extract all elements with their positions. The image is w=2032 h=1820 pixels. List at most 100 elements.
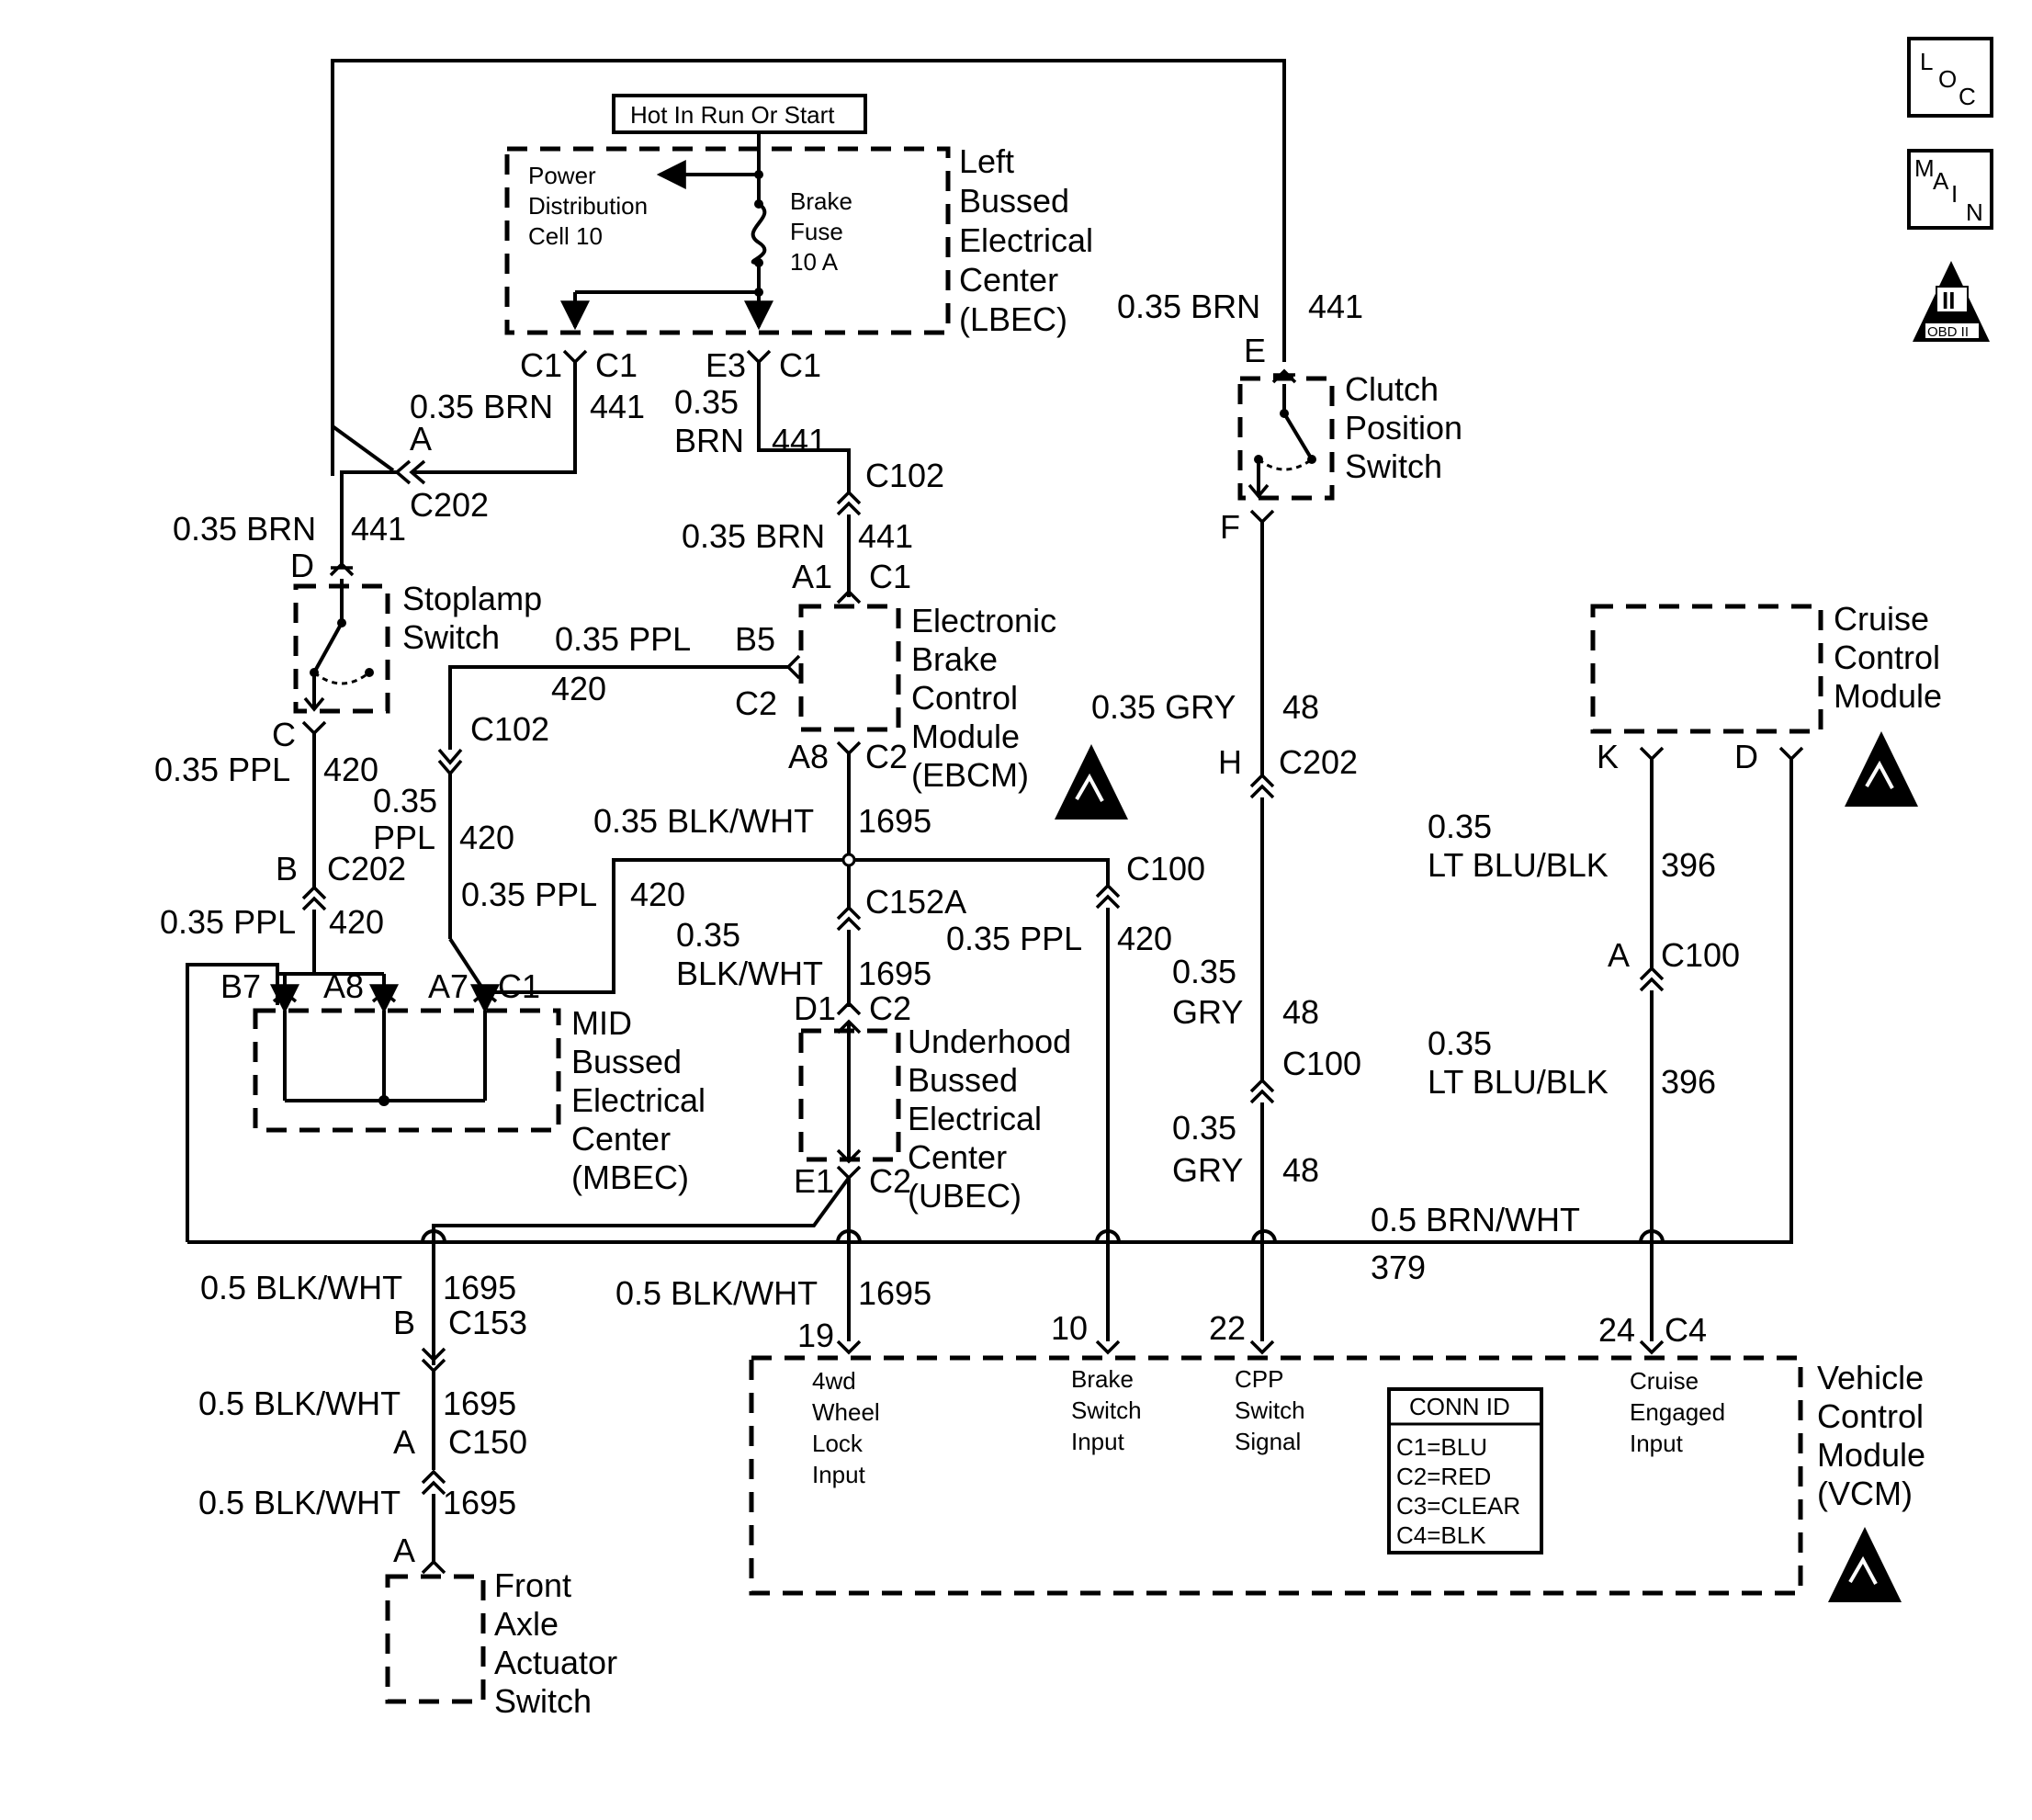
svg-text:0.35: 0.35: [676, 916, 740, 954]
svg-text:Brake: Brake: [1071, 1365, 1134, 1393]
svg-text:441: 441: [858, 517, 913, 555]
svg-text:420: 420: [329, 903, 384, 941]
svg-text:(LBEC): (LBEC): [959, 300, 1067, 338]
svg-text:Underhood: Underhood: [908, 1023, 1071, 1060]
svg-text:0.35 BLK/WHT: 0.35 BLK/WHT: [593, 802, 814, 840]
svg-text:E3: E3: [706, 346, 746, 384]
svg-text:(VCM): (VCM): [1817, 1475, 1913, 1512]
svg-text:0.35 BRN: 0.35 BRN: [682, 517, 825, 555]
svg-text:Control: Control: [1817, 1397, 1924, 1435]
svg-text:Front: Front: [494, 1566, 571, 1604]
svg-text:Actuator: Actuator: [494, 1644, 617, 1681]
svg-text:1695: 1695: [443, 1269, 516, 1306]
svg-text:396: 396: [1661, 846, 1716, 884]
svg-text:Wheel: Wheel: [812, 1398, 880, 1426]
svg-text:Distribution: Distribution: [528, 192, 648, 220]
hot-label-box: [612, 94, 867, 134]
svg-text:C1=BLU: C1=BLU: [1396, 1433, 1487, 1461]
svg-text:0.35: 0.35: [1428, 1024, 1492, 1062]
svg-text:MID: MID: [571, 1004, 632, 1042]
svg-text:22: 22: [1209, 1309, 1246, 1347]
svg-text:19: 19: [797, 1317, 834, 1354]
svg-text:Electrical: Electrical: [571, 1081, 706, 1119]
svg-text:Electrical: Electrical: [908, 1100, 1042, 1137]
svg-text:Electronic: Electronic: [911, 602, 1056, 639]
svg-text:Vehicle: Vehicle: [1817, 1359, 1924, 1396]
svg-text:Brake: Brake: [911, 640, 998, 678]
svg-text:420: 420: [1117, 920, 1172, 957]
conn-id-box: [1387, 1387, 1543, 1554]
svg-text:Position: Position: [1345, 409, 1462, 447]
svg-text:C102: C102: [470, 710, 549, 748]
svg-text:0.35 BRN: 0.35 BRN: [410, 388, 553, 425]
svg-text:1695: 1695: [858, 955, 931, 992]
svg-text:1695: 1695: [443, 1484, 516, 1521]
clutch-position-switch: E Clutch Position Switch F: [1220, 332, 1462, 546]
fuse-icon: [751, 202, 767, 265]
svg-text:B: B: [276, 850, 298, 887]
svg-text:0.5 BLK/WHT: 0.5 BLK/WHT: [615, 1274, 818, 1312]
svg-text:0.35 PPL: 0.35 PPL: [461, 876, 597, 913]
svg-text:D1: D1: [794, 989, 836, 1027]
svg-text:379: 379: [1371, 1249, 1426, 1286]
svg-text:0.35 PPL: 0.35 PPL: [946, 920, 1082, 957]
svg-text:(UBEC): (UBEC): [908, 1177, 1022, 1215]
main-icon: M A I N: [1907, 149, 1993, 230]
svg-text:O: O: [1938, 65, 1957, 93]
svg-text:E1: E1: [794, 1162, 834, 1200]
svg-text:A1: A1: [792, 558, 832, 595]
svg-text:Fuse: Fuse: [790, 218, 843, 245]
svg-text:Switch: Switch: [494, 1682, 592, 1720]
svg-text:441: 441: [772, 422, 827, 459]
svg-text:0.5 BLK/WHT: 0.5 BLK/WHT: [198, 1484, 401, 1521]
svg-text:C4: C4: [1665, 1311, 1707, 1349]
svg-text:B: B: [393, 1304, 415, 1341]
hot-label: Hot In Run Or Start: [630, 101, 835, 129]
svg-text:0.35 BRN: 0.35 BRN: [1117, 288, 1260, 325]
svg-text:OBD II: OBD II: [1927, 324, 1969, 340]
svg-text:C153: C153: [448, 1304, 527, 1341]
svg-text:II: II: [1942, 287, 1955, 314]
svg-text:Cruise: Cruise: [1630, 1367, 1699, 1395]
ubec-module: D1 C2 E1 C2 Underhood Bussed Electrical …: [794, 989, 1071, 1215]
svg-text:D: D: [290, 547, 314, 584]
lbec-module: Power Distribution Cell 10 Brake Fuse 10…: [504, 132, 1093, 338]
svg-text:Bussed: Bussed: [571, 1043, 682, 1080]
svg-text:1695: 1695: [443, 1385, 516, 1422]
svg-text:C: C: [1959, 83, 1976, 110]
svg-text:1695: 1695: [858, 1274, 931, 1312]
svg-text:BRN: BRN: [674, 422, 744, 459]
svg-text:10 A: 10 A: [790, 248, 839, 276]
svg-text:0.35 BRN: 0.35 BRN: [173, 510, 316, 548]
svg-text:Center: Center: [908, 1138, 1007, 1176]
svg-text:0.35: 0.35: [373, 782, 437, 820]
svg-text:C100: C100: [1661, 936, 1740, 974]
svg-text:C152A: C152A: [865, 883, 966, 921]
svg-text:0.35: 0.35: [1428, 808, 1492, 845]
svg-text:GRY: GRY: [1172, 1151, 1243, 1189]
svg-text:(EBCM): (EBCM): [911, 756, 1029, 794]
svg-text:C1: C1: [520, 346, 562, 384]
svg-text:LT BLU/BLK: LT BLU/BLK: [1428, 1063, 1609, 1101]
svg-text:Bussed: Bussed: [908, 1061, 1018, 1099]
svg-text:Input: Input: [1071, 1428, 1125, 1455]
svg-text:GRY: GRY: [1172, 993, 1243, 1031]
svg-text:CONN ID: CONN ID: [1409, 1393, 1510, 1420]
svg-text:C100: C100: [1126, 850, 1205, 887]
svg-text:F: F: [1220, 508, 1240, 546]
svg-text:Module: Module: [1817, 1436, 1925, 1474]
svg-text:0.35: 0.35: [1172, 1109, 1236, 1147]
svg-text:Switch: Switch: [1071, 1396, 1142, 1424]
svg-text:C1: C1: [779, 346, 821, 384]
svg-text:420: 420: [459, 819, 514, 856]
svg-text:Stoplamp: Stoplamp: [402, 580, 542, 617]
svg-text:Input: Input: [812, 1461, 866, 1488]
svg-text:0.5 BLK/WHT: 0.5 BLK/WHT: [200, 1269, 402, 1306]
svg-text:(MBEC): (MBEC): [571, 1159, 689, 1196]
vehicle-control-module: 19 10 22 24 C4 4wd Wheel Lock Input Brak…: [749, 1309, 1925, 1596]
svg-text:A: A: [393, 1532, 415, 1569]
svg-text:Left: Left: [959, 142, 1014, 180]
svg-text:B7: B7: [220, 967, 261, 1005]
svg-text:K: K: [1597, 738, 1619, 775]
